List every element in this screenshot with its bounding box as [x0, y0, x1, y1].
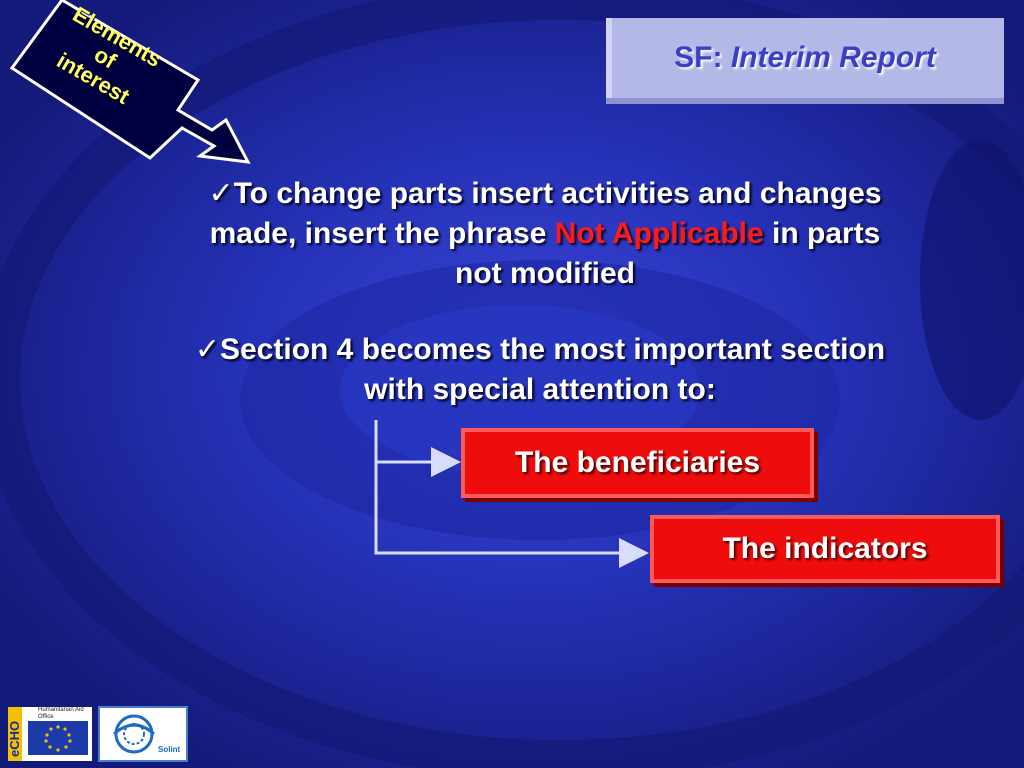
beneficiaries-box: The beneficiaries — [461, 428, 814, 498]
title-box: SF: Interim Report — [606, 18, 1004, 98]
eu-flag-icon: eCHO — [7, 707, 88, 761]
indicators-box: The indicators — [650, 515, 1000, 583]
bullet-change-parts: ✓To change parts insert activities and c… — [208, 177, 882, 290]
svg-text:eCHO: eCHO — [8, 721, 22, 757]
bullet-section-4: ✓Section 4 becomes the most important se… — [194, 333, 886, 406]
not-applicable-phrase: Not Applicable — [554, 217, 764, 250]
elements-of-interest-arrow-tag — [9, 0, 251, 164]
checkmark-icon: ✓ — [208, 177, 234, 210]
checkmark-icon: ✓ — [194, 333, 220, 366]
page-title: SF: Interim Report — [674, 41, 936, 74]
solint-globe-icon — [112, 714, 156, 754]
echo-logo: eCHO Humanitarian Aid Office — [7, 707, 92, 761]
solint-logo: Solint — [98, 706, 188, 762]
